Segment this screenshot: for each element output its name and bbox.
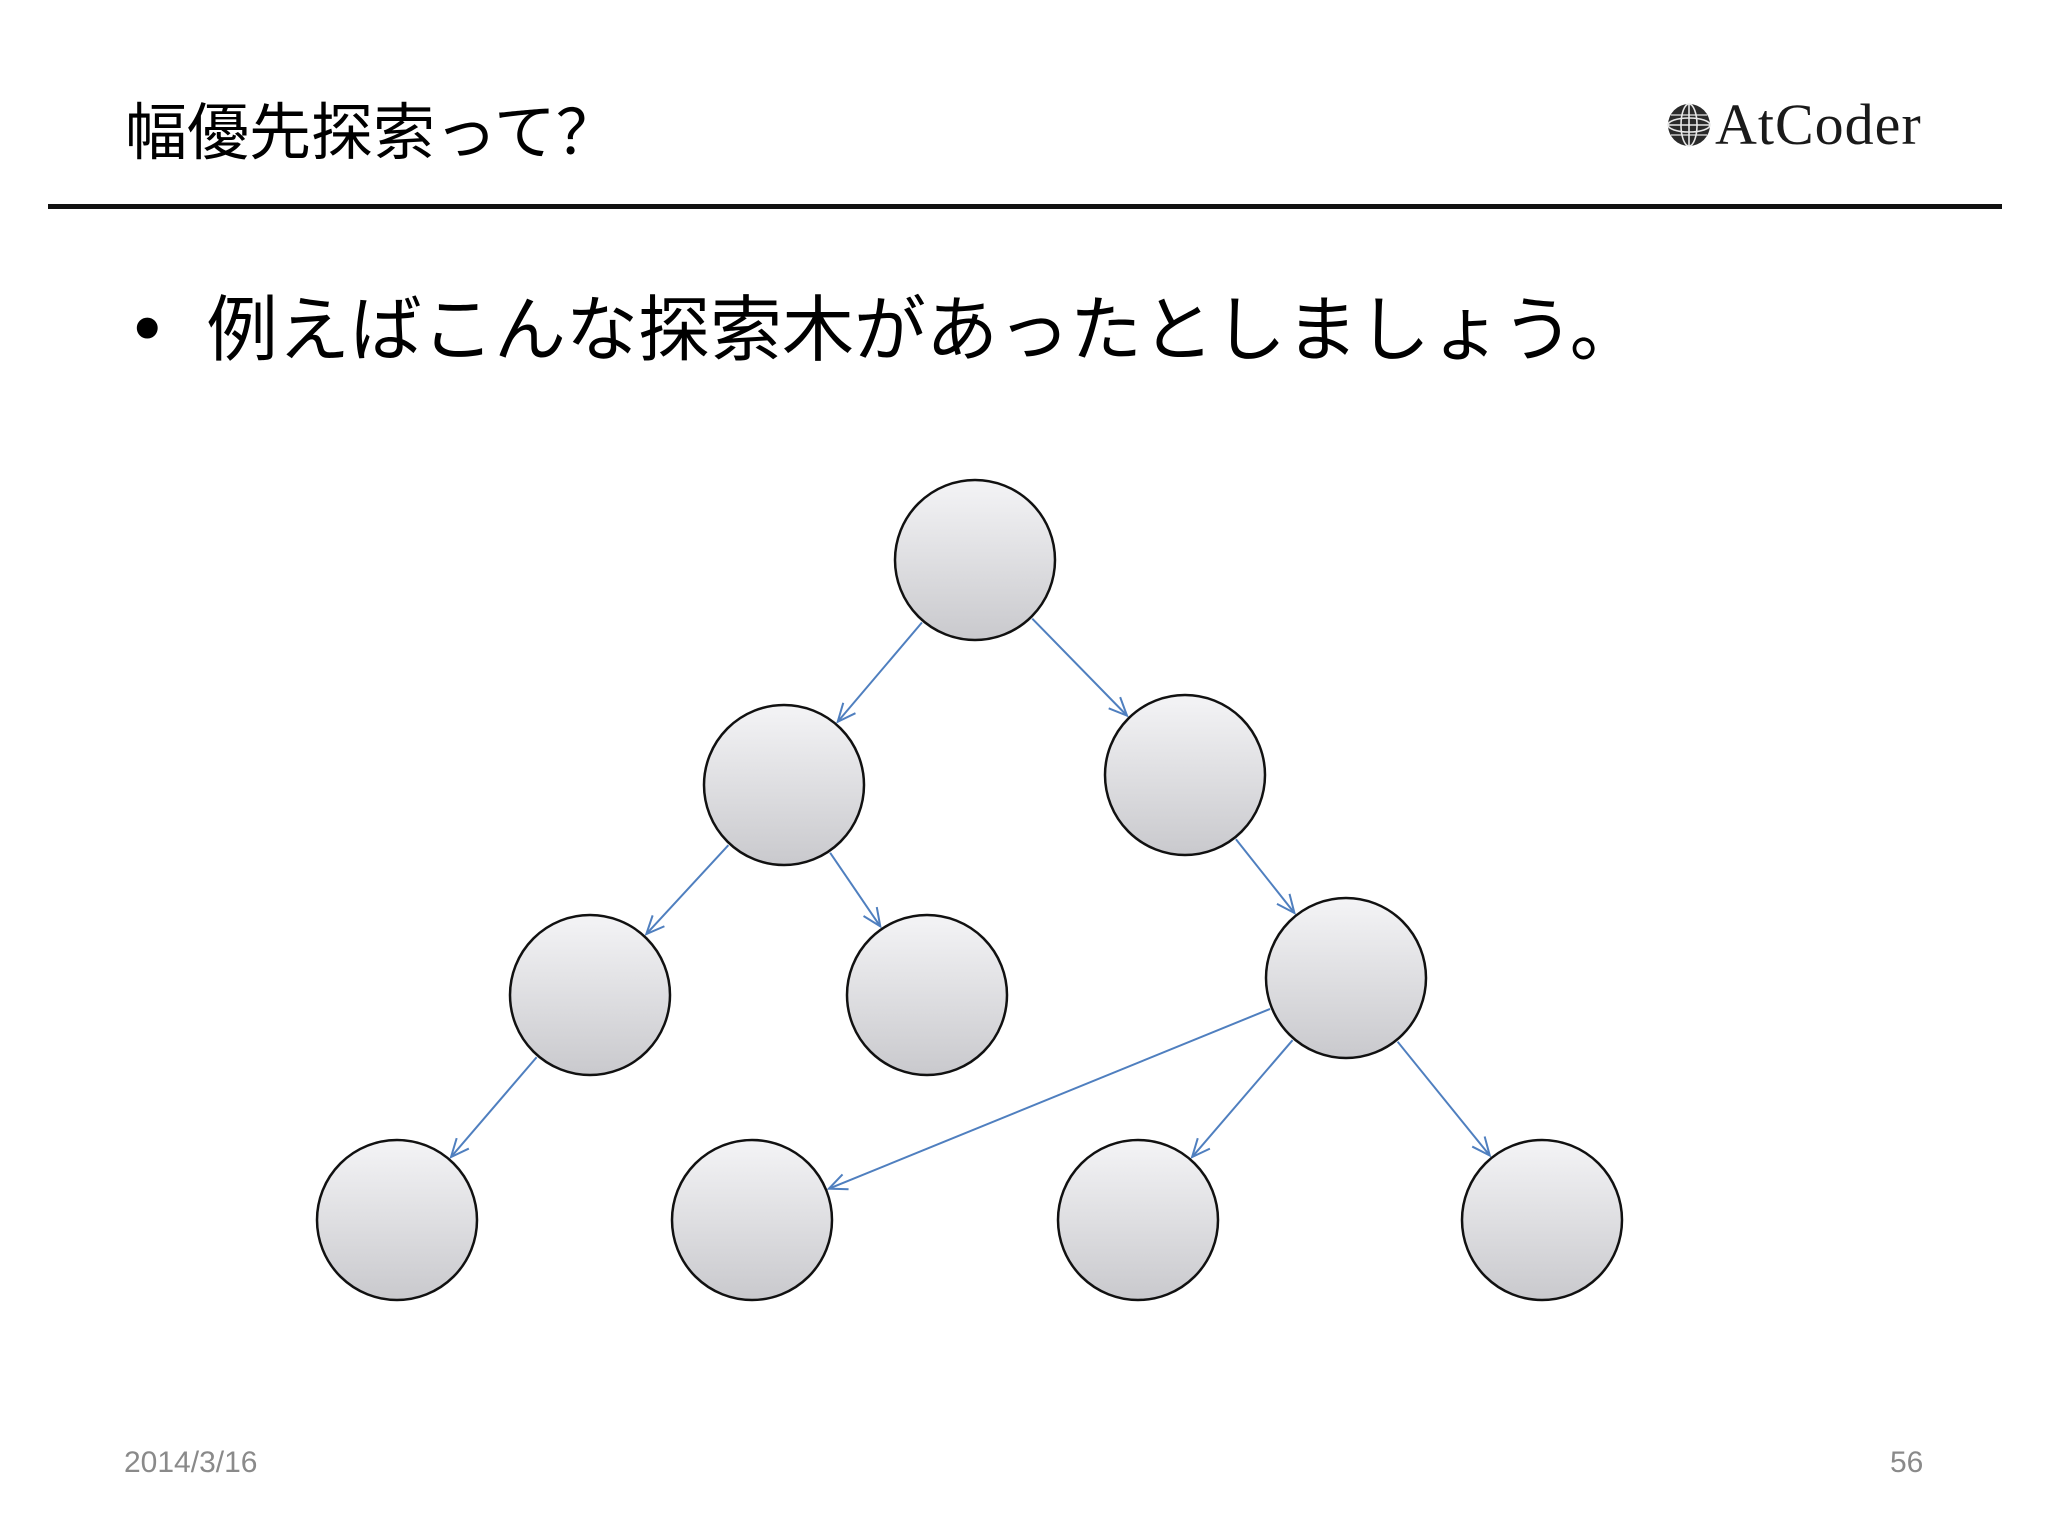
bullet-icon: • — [126, 288, 169, 372]
tree-node-root — [893, 478, 1057, 642]
tree-edge-n5-n7 — [829, 1008, 1271, 1189]
tree-node-n9 — [1460, 1138, 1624, 1302]
page-number: 56 — [1890, 1446, 1924, 1479]
tree-node-n2 — [1103, 693, 1267, 857]
tree-edge-n3-n6 — [451, 1056, 538, 1157]
tree-edge-n2-n5 — [1235, 838, 1294, 913]
nodes — [315, 478, 1624, 1302]
title-divider — [48, 204, 2002, 209]
bullet-text: 例えばこんな探索木があったとしましょう。 — [206, 288, 1642, 372]
tree-node-n8 — [1056, 1138, 1220, 1302]
tree-edge-n1-n3 — [646, 844, 730, 934]
tree-node-n4 — [845, 913, 1009, 1077]
tree-node-n1 — [702, 703, 866, 867]
globe-icon — [1667, 103, 1711, 147]
tree-edge-n1-n4 — [829, 852, 880, 927]
tree-node-n5 — [1264, 896, 1428, 1060]
tree-edge-root-n2 — [1031, 617, 1127, 716]
tree-node-n3 — [508, 913, 672, 1077]
tree-edge-root-n1 — [838, 621, 923, 722]
edges — [451, 617, 1490, 1189]
tree-edge-n5-n9 — [1396, 1041, 1490, 1156]
tree-node-n7 — [670, 1138, 834, 1302]
tree-edge-n5-n8 — [1192, 1039, 1294, 1157]
bullet-item: • 例えばこんな探索木があったとしましょう。 — [120, 280, 1642, 380]
logo-text: AtCoder — [1715, 92, 1922, 157]
slide-title: 幅優先探索って？ — [125, 96, 618, 169]
footer-date: 2014/3/16 — [124, 1446, 258, 1479]
atcoder-logo: AtCoder — [1665, 90, 1922, 160]
tree-node-n6 — [315, 1138, 479, 1302]
